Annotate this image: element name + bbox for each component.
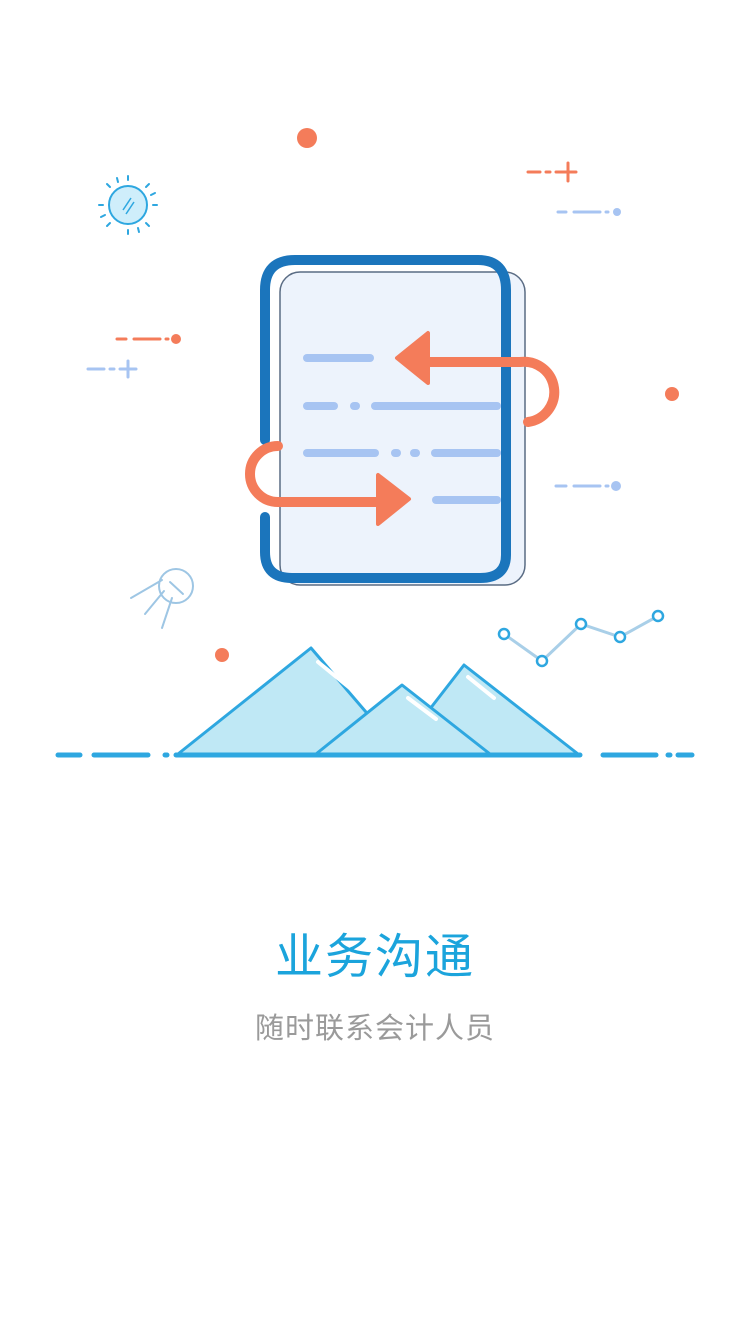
blue-dash-ornament [554, 481, 621, 491]
page-title: 业务沟通 [274, 929, 475, 985]
blue-dash-ornament [556, 208, 621, 216]
page-subtitle: 随时联系会计人员 [254, 1011, 495, 1045]
document-icon [260, 255, 526, 586]
orange-dot [297, 128, 317, 148]
line-graph-icon [497, 609, 665, 668]
orange-dash-ornament [526, 161, 578, 183]
arrow-right-icon [245, 441, 411, 526]
onboarding-illustration [55, 128, 695, 758]
orange-dot [215, 648, 229, 662]
orange-dot [665, 387, 679, 401]
mountains-icon [176, 646, 580, 756]
blue-dash-ornament [86, 359, 138, 379]
sun-icon [98, 175, 158, 235]
orange-dash-ornament [115, 334, 181, 344]
satellite-icon [130, 568, 194, 629]
arrow-left-icon [395, 331, 560, 427]
